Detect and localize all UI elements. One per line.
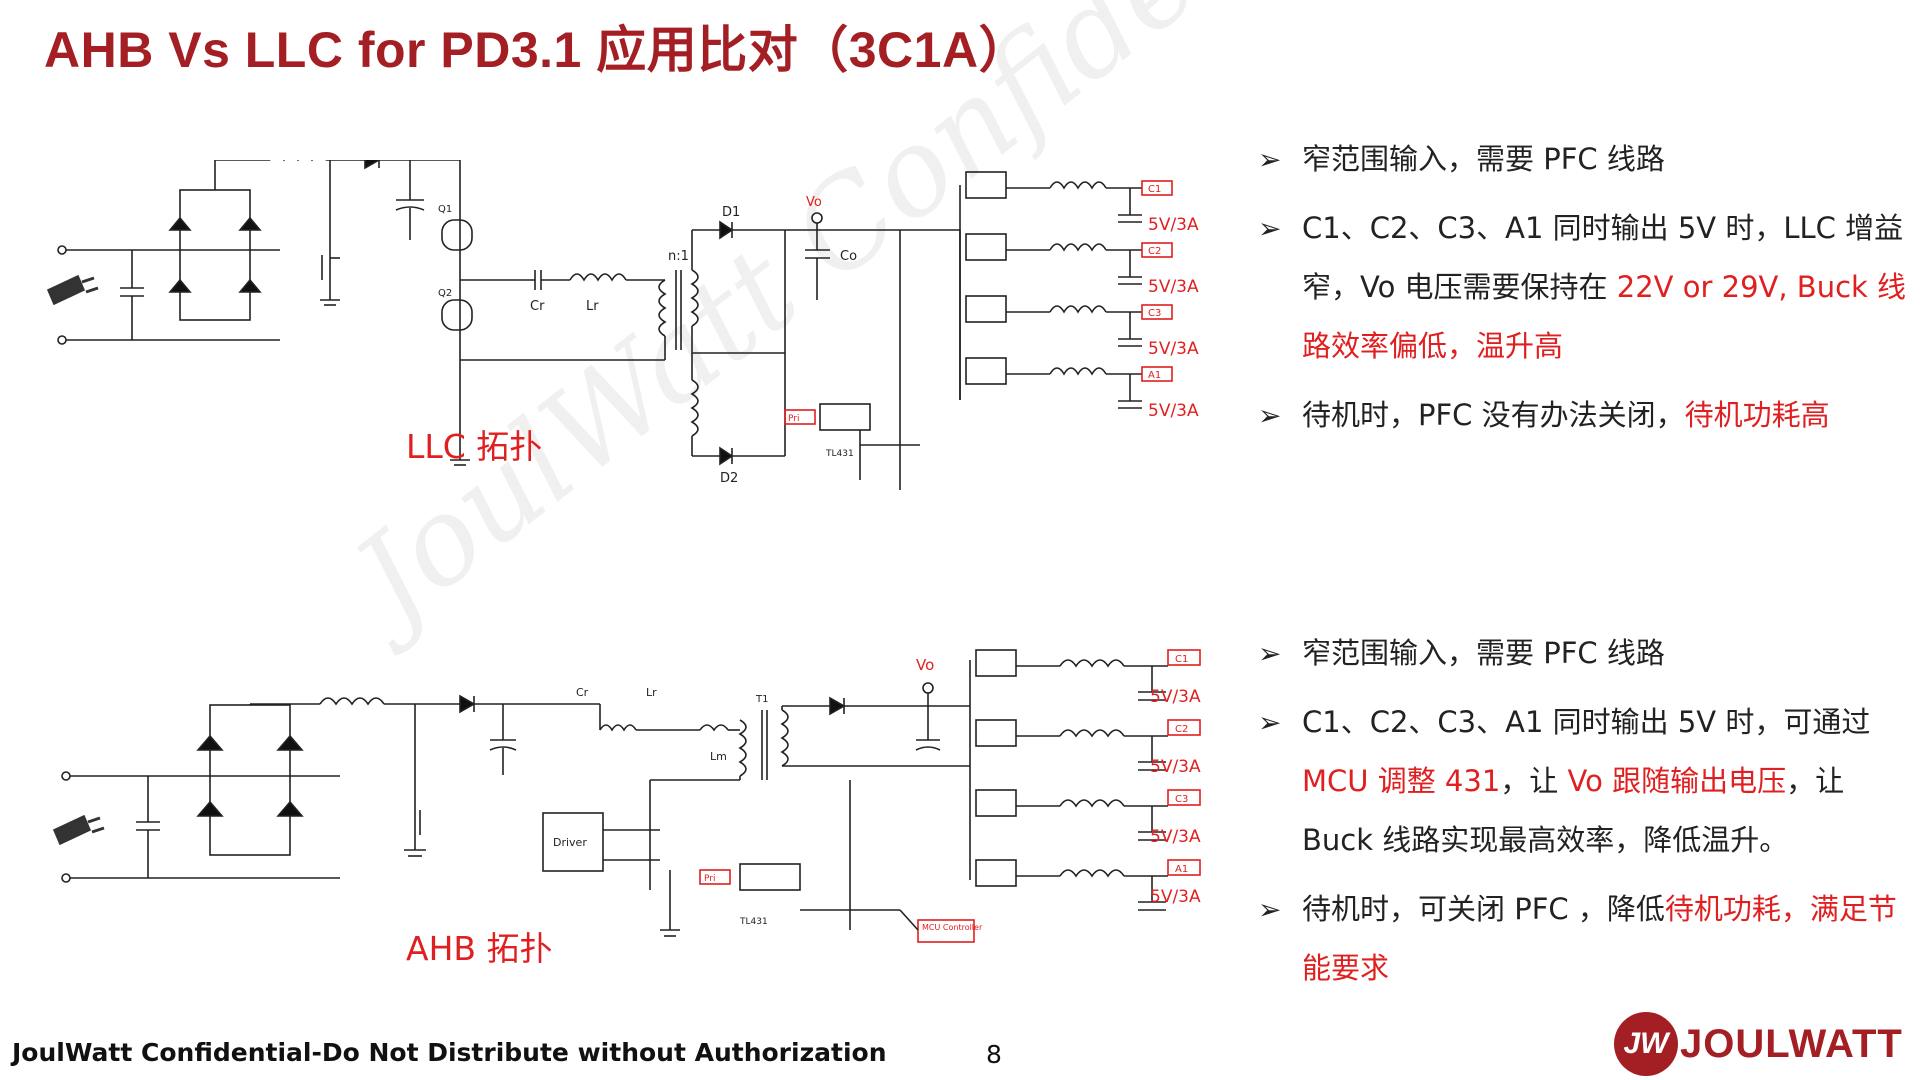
llc-bullet-1: ➢ 窄范围输入，需要 PFC 线路 [1258, 130, 1908, 189]
joulwatt-logo: JW JOULWATT [1614, 1010, 1903, 1078]
vo-label: Vo [916, 656, 934, 674]
port-rating-2: 5V/3A [1148, 277, 1199, 297]
bullet-text: 待机时，PFC 没有办法关闭， [1302, 398, 1685, 432]
bullet-highlight: MCU 调整 431 [1302, 764, 1501, 798]
port-rating-1: 5V/3A [1150, 687, 1201, 707]
port-c2-tag: C2 [1148, 246, 1161, 257]
bullet-text: 待机时，可关闭 PFC ，降低 [1302, 892, 1665, 926]
bullet-highlight: 待机功耗，满足节能要求 [1302, 892, 1897, 985]
q1-label: Q1 [438, 204, 452, 215]
arrow-bullet-icon: ➢ [1258, 893, 1282, 926]
bullet-text: 窄范围输入，需要 PFC 线路 [1302, 142, 1665, 176]
slide-title: AHB Vs LLC for PD3.1 应用比对（3C1A） [44, 22, 1030, 78]
driver-label: Driver [553, 836, 587, 849]
arrow-bullet-icon: ➢ [1258, 637, 1282, 670]
bullet-text: ，让 Buck 线路实现最高效率，降低温升。 [1302, 764, 1845, 857]
port-c3-tag: C3 [1148, 308, 1161, 319]
page-number: 8 [986, 1040, 1002, 1069]
llc-bullet-list: ➢ 窄范围输入，需要 PFC 线路 ➢ C1、C2、C3、A1 同时输出 5V 时，… [1258, 130, 1908, 445]
llc-buck-channels [965, 171, 1142, 409]
pri-label: Pri [788, 414, 799, 424]
llc-topology-label: LLC 拓扑 [406, 427, 543, 466]
cr-label: Cr [576, 686, 589, 699]
port-c2-tag: C2 [1175, 724, 1188, 735]
ratio-label: n:1 [668, 249, 689, 264]
mcu-label: MCU Controller [922, 923, 983, 932]
port-rating-3: 5V/3A [1150, 827, 1201, 847]
d1-label: D1 [722, 205, 740, 220]
arrow-bullet-icon: ➢ [1258, 212, 1282, 245]
llc-bullet-2: ➢ C1、C2、C3、A1 同时输出 5V 时，LLC 增益窄，Vo 电压需要保持… [1258, 199, 1908, 376]
port-rating-3: 5V/3A [1148, 339, 1199, 359]
port-c1-tag: C1 [1148, 184, 1161, 195]
arrow-bullet-icon: ➢ [1258, 706, 1282, 739]
d2-label: D2 [720, 471, 738, 486]
plug-icon [46, 274, 99, 306]
lr-label: Lr [646, 686, 657, 699]
llc-bullet-3: ➢ 待机时，PFC 没有办法关闭，待机功耗高 [1258, 386, 1908, 445]
logo-mark-icon: JW [1614, 1012, 1678, 1076]
pri-label: Pri [704, 874, 715, 884]
lm-label: Lm [710, 750, 727, 763]
port-rating-1: 5V/3A [1148, 215, 1199, 235]
arrow-bullet-icon: ➢ [1258, 399, 1282, 432]
bullet-text: C1、C2、C3、A1 同时输出 5V 时，可通过 [1302, 705, 1871, 739]
co-label: Co [840, 249, 857, 264]
confidential-footer: JoulWatt Confidential-Do Not Distribute … [12, 1038, 887, 1067]
bullet-text: 窄范围输入，需要 PFC 线路 [1302, 636, 1665, 670]
bullet-text: ，让 [1500, 764, 1568, 798]
logo-text: JOULWATT [1680, 1021, 1903, 1066]
bullet-highlight: 待机功耗高 [1684, 398, 1830, 432]
bullet-highlight: 22V or 29V, Buck 线路效率偏低，温升高 [1302, 270, 1907, 363]
port-rating-4: 5V/3A [1148, 401, 1199, 421]
q2-label: Q2 [438, 288, 452, 299]
ahb-schematic: Cr Lr Lm T1 Vo Driver Pri TL431 MCU Cont… [52, 649, 1201, 943]
tl431-label: TL431 [739, 917, 768, 927]
bullet-text: C1、C2、C3、A1 同时输出 5V 时，LLC 增益窄，Vo 电压需要保持在 [1302, 211, 1904, 304]
port-c1-tag: C1 [1175, 654, 1188, 665]
ahb-topology-label: AHB 拓扑 [406, 929, 553, 968]
bullet-highlight: Vo 跟随输出电压 [1567, 764, 1787, 798]
port-a1-tag: A1 [1175, 864, 1188, 875]
llc-schematic: Q1 Q2 Cr Lr n:1 D1 D2 Vo Co Pri TL431 [46, 160, 1199, 490]
port-c3-tag: C3 [1175, 794, 1188, 805]
port-a1-tag: A1 [1148, 370, 1161, 381]
cr-label: Cr [530, 299, 545, 314]
arrow-bullet-icon: ➢ [1258, 143, 1282, 176]
plug-icon [52, 814, 105, 846]
ahb-bullet-list: ➢ 窄范围输入，需要 PFC 线路 ➢ C1、C2、C3、A1 同时输出 5V 时，… [1258, 624, 1908, 998]
lr-label: Lr [586, 299, 599, 314]
port-rating-2: 5V/3A [1150, 757, 1201, 777]
ahb-bullet-3: ➢ 待机时，可关闭 PFC ，降低待机功耗，满足节能要求 [1258, 880, 1908, 998]
ahb-bullet-1: ➢ 窄范围输入，需要 PFC 线路 [1258, 624, 1908, 683]
t1-label: T1 [755, 694, 768, 705]
tl431-label: TL431 [825, 449, 854, 459]
vo-label: Vo [806, 195, 822, 210]
ahb-bullet-2: ➢ C1、C2、C3、A1 同时输出 5V 时，可通过 MCU 调整 431，让 … [1258, 693, 1908, 870]
port-rating-4: 5V/3A [1150, 887, 1201, 907]
